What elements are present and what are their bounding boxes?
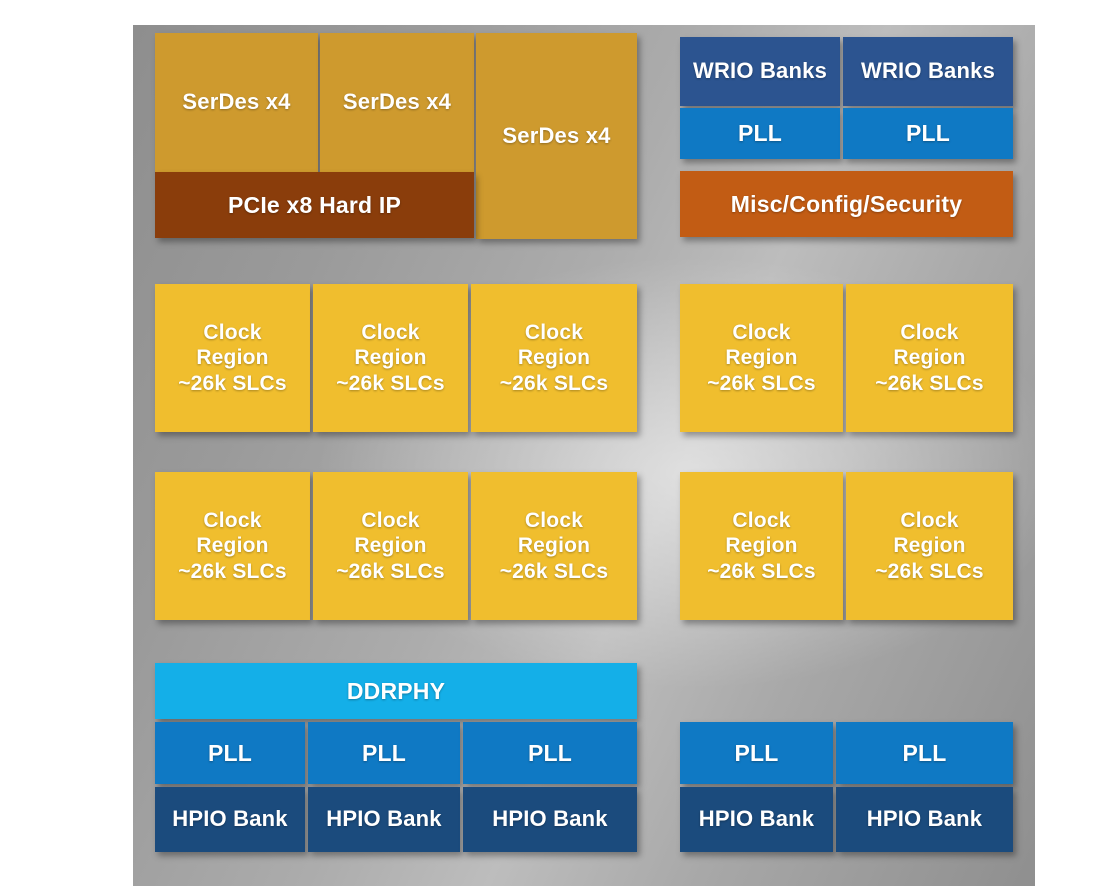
hpio-bank-block-label: HPIO Bank	[866, 806, 983, 832]
clock-region-block[interactable]: Clock Region ~26k SLCs	[471, 472, 637, 620]
clock-region-block-label: Clock Region ~26k SLCs	[499, 508, 609, 583]
pll-block-top[interactable]: PLL	[843, 108, 1013, 159]
clock-region-block-label: Clock Region ~26k SLCs	[499, 320, 609, 395]
pll-block-bottom-label: PLL	[902, 739, 947, 766]
serdes-block[interactable]: SerDes x4	[320, 33, 474, 172]
clock-region-block[interactable]: Clock Region ~26k SLCs	[313, 472, 468, 620]
pll-block-bottom[interactable]: PLL	[308, 722, 460, 784]
wrio-bank-block[interactable]: WRIO Banks	[680, 37, 840, 106]
serdes-block-label: SerDes x4	[182, 89, 291, 115]
hpio-bank-block-label: HPIO Bank	[172, 806, 288, 832]
pll-block-top-label: PLL	[737, 120, 783, 147]
clock-region-block-label: Clock Region ~26k SLCs	[875, 320, 984, 395]
clock-region-block[interactable]: Clock Region ~26k SLCs	[155, 472, 310, 620]
clock-region-block-label: Clock Region ~26k SLCs	[178, 508, 287, 583]
hpio-bank-block[interactable]: HPIO Bank	[680, 787, 833, 852]
hpio-bank-block-label: HPIO Bank	[326, 806, 442, 832]
pll-block-bottom[interactable]: PLL	[680, 722, 833, 784]
hpio-bank-block-label: HPIO Bank	[492, 806, 608, 832]
clock-region-block-label: Clock Region ~26k SLCs	[875, 508, 984, 583]
hpio-bank-block-label: HPIO Bank	[698, 806, 815, 832]
wrio-bank-block[interactable]: WRIO Banks	[843, 37, 1013, 106]
clock-region-block[interactable]: Clock Region ~26k SLCs	[155, 284, 310, 432]
clock-region-block[interactable]: Clock Region ~26k SLCs	[471, 284, 637, 432]
clock-region-block[interactable]: Clock Region ~26k SLCs	[680, 284, 843, 432]
serdes-block-label: SerDes x4	[342, 89, 452, 115]
pll-block-top[interactable]: PLL	[680, 108, 840, 159]
clock-region-block-label: Clock Region ~26k SLCs	[336, 508, 445, 583]
misc-config-security-block-label: Misc/Config/Security	[730, 190, 963, 217]
pll-block-top-label: PLL	[905, 120, 951, 147]
misc-config-security-block[interactable]: Misc/Config/Security	[680, 171, 1013, 237]
ddrphy-block-label: DDRPHY	[346, 677, 446, 704]
clock-region-block-label: Clock Region ~26k SLCs	[178, 320, 287, 395]
clock-region-block[interactable]: Clock Region ~26k SLCs	[680, 472, 843, 620]
clock-region-block[interactable]: Clock Region ~26k SLCs	[846, 284, 1013, 432]
pll-block-bottom[interactable]: PLL	[155, 722, 305, 784]
hpio-bank-block[interactable]: HPIO Bank	[836, 787, 1013, 852]
hpio-bank-block[interactable]: HPIO Bank	[308, 787, 460, 852]
wrio-bank-block-label: WRIO Banks	[692, 58, 828, 84]
pll-block-bottom-label: PLL	[361, 739, 407, 766]
serdes-block[interactable]: SerDes x4	[476, 33, 637, 239]
clock-region-block-label: Clock Region ~26k SLCs	[707, 508, 816, 583]
pll-block-bottom-label: PLL	[207, 739, 253, 766]
wrio-bank-block-label: WRIO Banks	[860, 58, 996, 84]
ddrphy-block[interactable]: DDRPHY	[155, 663, 637, 719]
pll-block-bottom[interactable]: PLL	[836, 722, 1013, 784]
serdes-block-label: SerDes x4	[502, 122, 611, 148]
pcie-hard-ip-block[interactable]: PCIe x8 Hard IP	[155, 172, 474, 238]
clock-region-block-label: Clock Region ~26k SLCs	[707, 320, 816, 395]
pll-block-bottom[interactable]: PLL	[463, 722, 637, 784]
serdes-block[interactable]: SerDes x4	[155, 33, 318, 172]
pcie-hard-ip-block-label: PCIe x8 Hard IP	[227, 191, 402, 218]
clock-region-block[interactable]: Clock Region ~26k SLCs	[846, 472, 1013, 620]
pll-block-bottom-label: PLL	[527, 739, 573, 766]
pll-block-bottom-label: PLL	[734, 739, 779, 766]
hpio-bank-block[interactable]: HPIO Bank	[463, 787, 637, 852]
hpio-bank-block[interactable]: HPIO Bank	[155, 787, 305, 852]
clock-region-block-label: Clock Region ~26k SLCs	[336, 320, 445, 395]
clock-region-block[interactable]: Clock Region ~26k SLCs	[313, 284, 468, 432]
